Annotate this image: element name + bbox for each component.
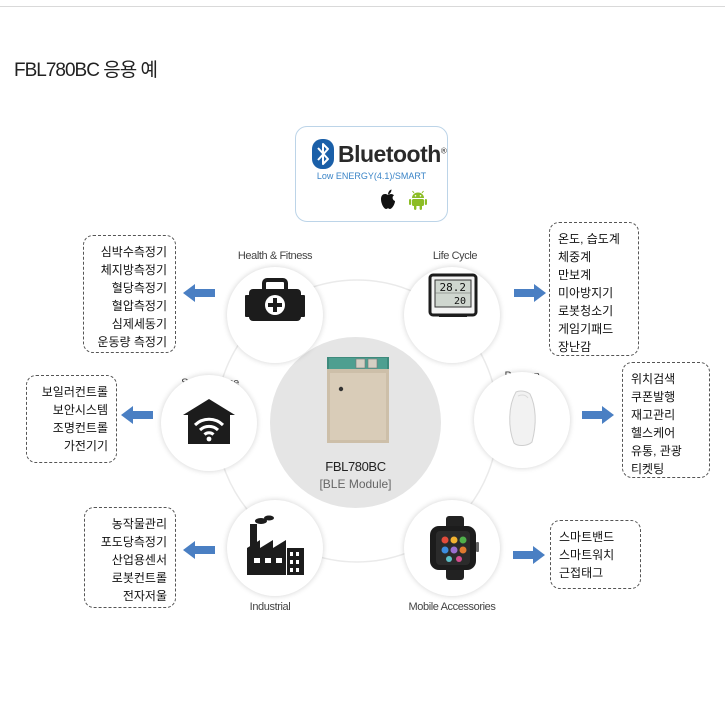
temperature-readout: 28.2	[440, 281, 467, 294]
center-module: FBL780BC [BLE Module]	[270, 337, 441, 508]
list-item: 가전기기	[63, 439, 108, 453]
life-cycle-label: Life Cycle	[432, 250, 478, 262]
thermo-hygrometer-icon: 28.2 20	[428, 273, 478, 317]
android-icon	[409, 190, 427, 210]
list-item: 심박수측정기	[100, 245, 167, 259]
humidity-readout: 20	[454, 296, 466, 307]
list-item: 보안시스템	[52, 403, 108, 417]
left-arrow-icon	[183, 284, 215, 302]
list-item: 운동량 측정기	[97, 335, 167, 349]
list-item: 혈당측정기	[111, 281, 167, 295]
mobile-accessories-label: Mobile Accessories	[408, 601, 496, 613]
list-item: 장난감	[558, 340, 592, 354]
left-arrow-icon	[121, 406, 153, 424]
right-arrow-icon	[514, 284, 546, 302]
list-item: 근접태그	[559, 566, 604, 580]
industrial-node	[227, 500, 323, 596]
list-item: 미아방지기	[558, 286, 614, 300]
wifi-home-icon	[183, 399, 235, 444]
list-item: 보일러컨트롤	[41, 385, 108, 399]
list-item: 위치검색	[631, 372, 676, 386]
module-type: [BLE Module]	[319, 477, 392, 491]
list-item: 스마트워치	[559, 548, 615, 562]
list-item: 온도, 습도계	[558, 232, 620, 246]
top-divider	[0, 6, 725, 7]
beacon-list: 위치검색 쿠폰발행 재고관리 헬스케어 유통, 관광 티켓팅	[622, 362, 710, 478]
list-item: 티켓팅	[631, 462, 665, 476]
left-arrow-icon	[183, 541, 215, 559]
list-item: 농작물관리	[111, 517, 167, 531]
list-item: 헬스케어	[631, 426, 676, 440]
list-item: 체지방측정기	[100, 263, 167, 277]
list-item: 산업용센서	[111, 553, 167, 567]
industrial-label: Industrial	[249, 601, 291, 613]
beacon-device-icon	[509, 390, 536, 446]
mobile-accessories-node	[404, 500, 500, 596]
health-fitness-list: 심박수측정기 체지방측정기 혈당측정기 혈압측정기 심제세동기 운동량 측정기	[83, 235, 176, 353]
first-aid-kit-icon	[245, 278, 305, 321]
life-cycle-node: 28.2 20	[404, 267, 500, 363]
smart-home-node	[161, 375, 257, 471]
life-cycle-list: 온도, 습도계 체중계 만보계 미아방지기 로봇청소기 게임기패드 장난감	[549, 222, 639, 356]
industrial-list: 농작물관리 포도당측정기 산업용센서 로봇컨트롤 전자저울	[84, 507, 176, 608]
page-title: FBL780BC 응용 예	[14, 60, 158, 81]
list-item: 로봇청소기	[558, 304, 614, 318]
list-item: 로봇컨트롤	[111, 571, 167, 585]
list-item: 게임기패드	[558, 322, 614, 336]
list-item: 혈압측정기	[111, 299, 167, 313]
smartwatch-icon	[430, 516, 479, 580]
health-fitness-node	[227, 267, 323, 363]
right-arrow-icon	[582, 406, 614, 424]
module-name: FBL780BC	[325, 459, 386, 474]
list-item: 전자저울	[122, 589, 167, 603]
list-item: 조명컨트롤	[52, 421, 108, 435]
bluetooth-subtitle: Low ENERGY(4.1)/SMART	[316, 171, 427, 181]
list-item: 체중계	[558, 250, 592, 264]
factory-icon	[247, 515, 304, 575]
bluetooth-wordmark: Bluetooth®	[338, 141, 447, 167]
ble-module-chip-icon	[327, 357, 389, 443]
right-arrow-icon	[513, 546, 545, 564]
list-item: 스마트밴드	[559, 530, 615, 544]
list-item: 심제세동기	[111, 317, 167, 331]
list-item: 유통, 관광	[631, 444, 682, 458]
list-item: 쿠폰발행	[631, 390, 676, 404]
bluetooth-badge: Bluetooth® Low ENERGY(4.1)/SMART	[295, 126, 448, 222]
health-fitness-label: Health & Fitness	[237, 250, 313, 262]
beacon-node	[474, 372, 570, 468]
mobile-accessories-list: 스마트밴드 스마트워치 근접태그	[550, 520, 641, 589]
list-item: 만보계	[558, 268, 592, 282]
apple-icon	[381, 189, 395, 209]
smart-home-list: 보일러컨트롤 보안시스템 조명컨트롤 가전기기	[26, 375, 117, 463]
list-item: 재고관리	[631, 408, 676, 422]
list-item: 포도당측정기	[100, 535, 167, 549]
bluetooth-icon	[312, 139, 334, 169]
